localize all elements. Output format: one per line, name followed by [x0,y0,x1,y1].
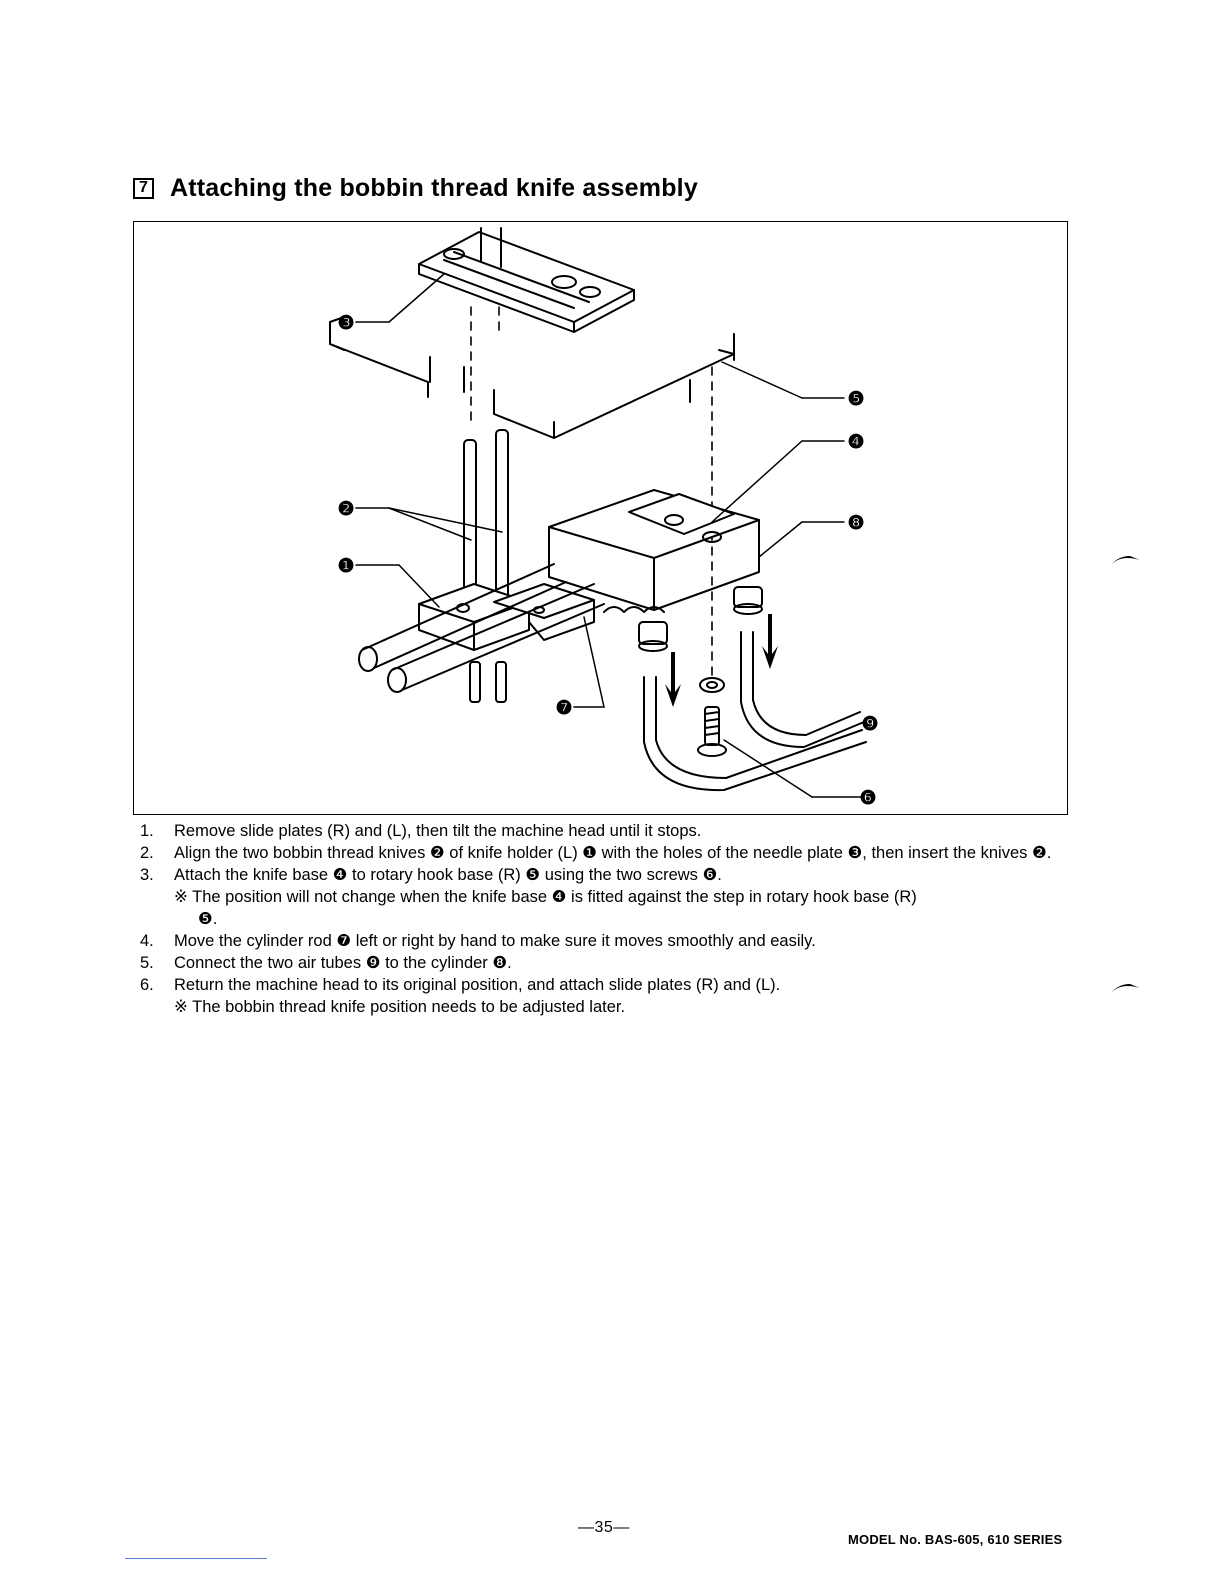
callout-6: ❻ [859,788,876,809]
step-text: Connect the two air tubes ❾ to the cylin… [174,954,512,972]
step-text: Move the cylinder rod ❼ left or right by… [174,932,816,950]
knife-holder-drawing [358,563,665,703]
step-2: 2. Align the two bobbin thread knives ❷ … [140,842,1070,864]
model-label: MODEL No. BAS-605, 610 SERIES [848,1532,1063,1547]
section-number: 7 [133,177,154,199]
callout-4: ❹ [847,432,864,453]
cylinder-drawing [638,586,763,652]
step-text: Remove slide plates (R) and (L), then ti… [174,822,702,840]
step-4: 4. Move the cylinder rod ❼ left or right… [140,930,1070,952]
step-number: 6. [140,976,154,994]
callout-3: ❸ [337,313,354,334]
callout-5: ❺ [847,389,864,410]
assembly-figure: ❸ ❺ ❹ ❷ ❽ ❶ ❼ ❾ ❻ [133,221,1068,815]
margin-mark-icon [1110,984,1140,994]
step-text: Return the machine head to its original … [174,976,781,994]
step-3-note: ※ The position will not change when the … [174,888,917,906]
margin-mark-icon [1110,556,1140,566]
section-title: 7 Attaching the bobbin thread knife asse… [133,168,698,208]
callout-7: ❼ [555,698,572,719]
step-3-note-continued: ❺. [198,910,218,928]
step-number: 1. [140,822,154,840]
step-number: 4. [140,932,154,950]
step-6: 6. Return the machine head to its origin… [140,974,1070,996]
rotary-hook-base-drawing [329,316,735,439]
page-number: —35— [578,1519,630,1536]
callout-1: ❶ [337,556,354,577]
step-text: Attach the knife base ❹ to rotary hook b… [174,866,722,884]
step-5: 5. Connect the two air tubes ❾ to the cy… [140,952,1070,974]
air-tubes-drawing [643,631,867,792]
screws-drawing [697,677,727,757]
leader-lines [355,273,863,798]
section-heading: Attaching the bobbin thread knife assemb… [170,173,698,202]
step-3: 3. Attach the knife base ❹ to rotary hoo… [140,864,1070,886]
step-1: 1. Remove slide plates (R) and (L), then… [140,820,1070,842]
callout-9: ❾ [861,714,878,735]
step-6-note: ※ The bobbin thread knife position needs… [174,998,626,1016]
callout-2: ❷ [337,499,354,520]
step-text: Align the two bobbin thread knives ❷ of … [174,844,1052,862]
callout-8: ❽ [847,513,864,534]
callout-markers: ❸ ❺ ❹ ❷ ❽ ❶ ❼ ❾ ❻ [337,313,878,809]
knife-base-drawing [548,489,760,611]
step-number: 5. [140,954,154,972]
step-number: 3. [140,866,154,884]
assembly-illustration: ❸ ❺ ❹ ❷ ❽ ❶ ❼ ❾ ❻ [329,227,879,809]
needle-plate-drawing [418,227,635,333]
bottom-rule [125,1558,267,1559]
instruction-steps: 1. Remove slide plates (R) and (L), then… [140,820,1070,1018]
step-number: 2. [140,844,154,862]
direction-arrows [665,614,778,707]
